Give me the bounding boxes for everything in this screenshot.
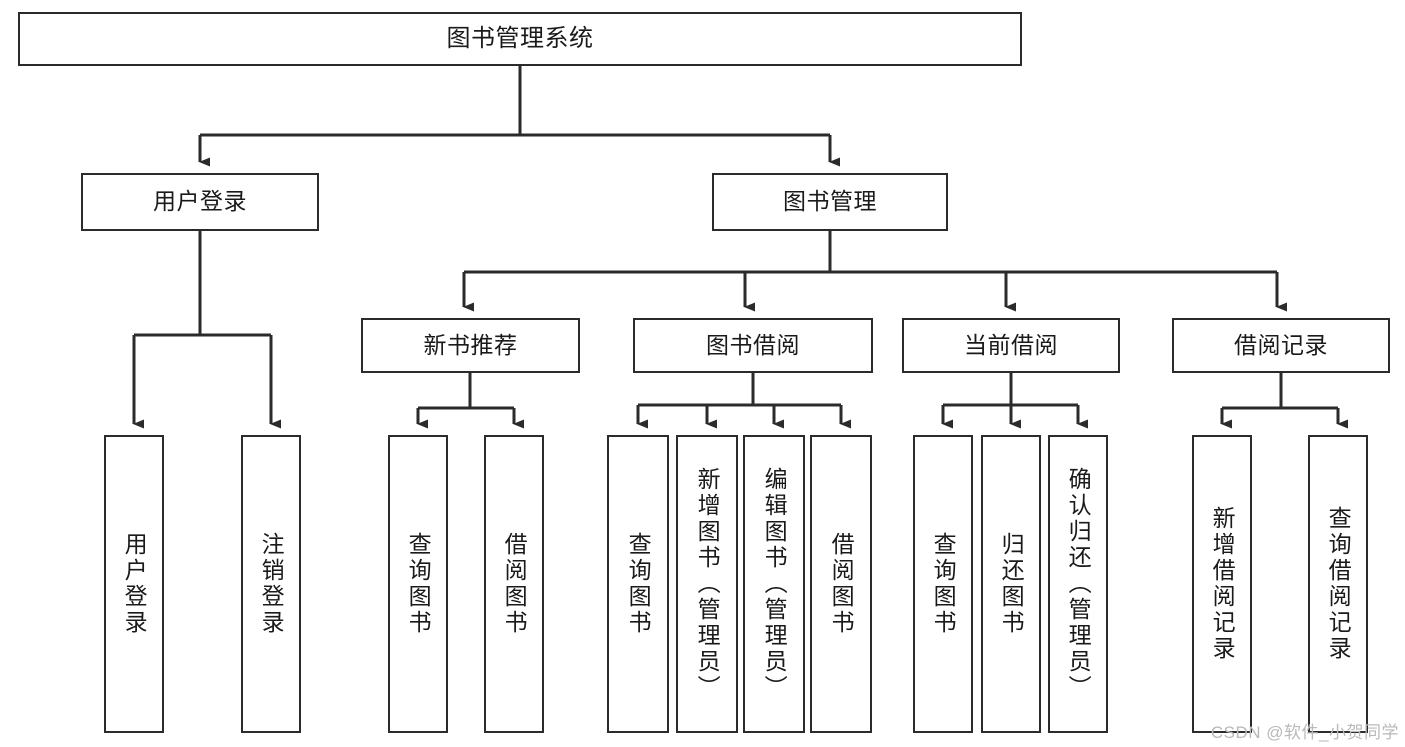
node-rec-query-record[interactable]: 查询借阅记录 xyxy=(1308,435,1368,733)
node-leaf-user-login[interactable]: 用户登录 xyxy=(104,435,164,733)
node-label-rec-borrow-book: 借阅图书 xyxy=(501,532,528,636)
node-leaf-user-logout[interactable]: 注销登录 xyxy=(241,435,301,733)
node-root[interactable]: 图书管理系统 xyxy=(18,12,1022,66)
node-brw-edit-book[interactable]: 编辑图书（管理员） xyxy=(743,435,805,733)
node-label-user-login: 用户登录 xyxy=(153,188,247,215)
node-cur-return-book[interactable]: 归还图书 xyxy=(981,435,1041,733)
node-label-leaf-user-login: 用户登录 xyxy=(121,532,148,636)
node-user-login[interactable]: 用户登录 xyxy=(81,173,319,231)
node-label-cur-confirm-return: 确认归还（管理员） xyxy=(1065,467,1092,701)
node-book-manage[interactable]: 图书管理 xyxy=(712,173,948,231)
node-label-current-borrow: 当前借阅 xyxy=(964,331,1058,358)
node-new-book-rec[interactable]: 新书推荐 xyxy=(361,318,580,373)
node-label-root: 图书管理系统 xyxy=(446,24,594,52)
node-rec-add-record[interactable]: 新增借阅记录 xyxy=(1192,435,1252,733)
node-rec-query-book[interactable]: 查询图书 xyxy=(388,435,448,733)
node-label-brw-add-book: 新增图书（管理员） xyxy=(694,467,721,701)
node-label-rec-query-book: 查询图书 xyxy=(405,532,432,636)
node-label-book-manage: 图书管理 xyxy=(783,188,877,215)
node-label-brw-query-book: 查询图书 xyxy=(625,532,652,636)
node-label-new-book-rec: 新书推荐 xyxy=(423,331,518,358)
node-label-book-borrow: 图书借阅 xyxy=(706,331,800,358)
node-label-rec-query-record: 查询借阅记录 xyxy=(1325,506,1352,662)
node-cur-query-book[interactable]: 查询图书 xyxy=(913,435,973,733)
node-label-leaf-user-logout: 注销登录 xyxy=(258,532,285,636)
node-brw-borrow-book[interactable]: 借阅图书 xyxy=(810,435,872,733)
node-label-borrow-record: 借阅记录 xyxy=(1234,331,1328,358)
node-label-cur-query-book: 查询图书 xyxy=(930,532,957,636)
node-label-brw-borrow-book: 借阅图书 xyxy=(828,532,855,636)
node-current-borrow[interactable]: 当前借阅 xyxy=(902,318,1120,373)
watermark-label: CSDN @软件_小贺同学 xyxy=(1210,723,1399,742)
node-rec-borrow-book[interactable]: 借阅图书 xyxy=(484,435,544,733)
node-borrow-record[interactable]: 借阅记录 xyxy=(1172,318,1390,373)
node-label-cur-return-book: 归还图书 xyxy=(998,532,1025,636)
node-brw-add-book[interactable]: 新增图书（管理员） xyxy=(676,435,738,733)
node-label-brw-edit-book: 编辑图书（管理员） xyxy=(761,467,788,701)
node-cur-confirm-return[interactable]: 确认归还（管理员） xyxy=(1048,435,1108,733)
node-book-borrow[interactable]: 图书借阅 xyxy=(633,318,873,373)
node-brw-query-book[interactable]: 查询图书 xyxy=(607,435,669,733)
node-label-rec-add-record: 新增借阅记录 xyxy=(1209,506,1236,662)
